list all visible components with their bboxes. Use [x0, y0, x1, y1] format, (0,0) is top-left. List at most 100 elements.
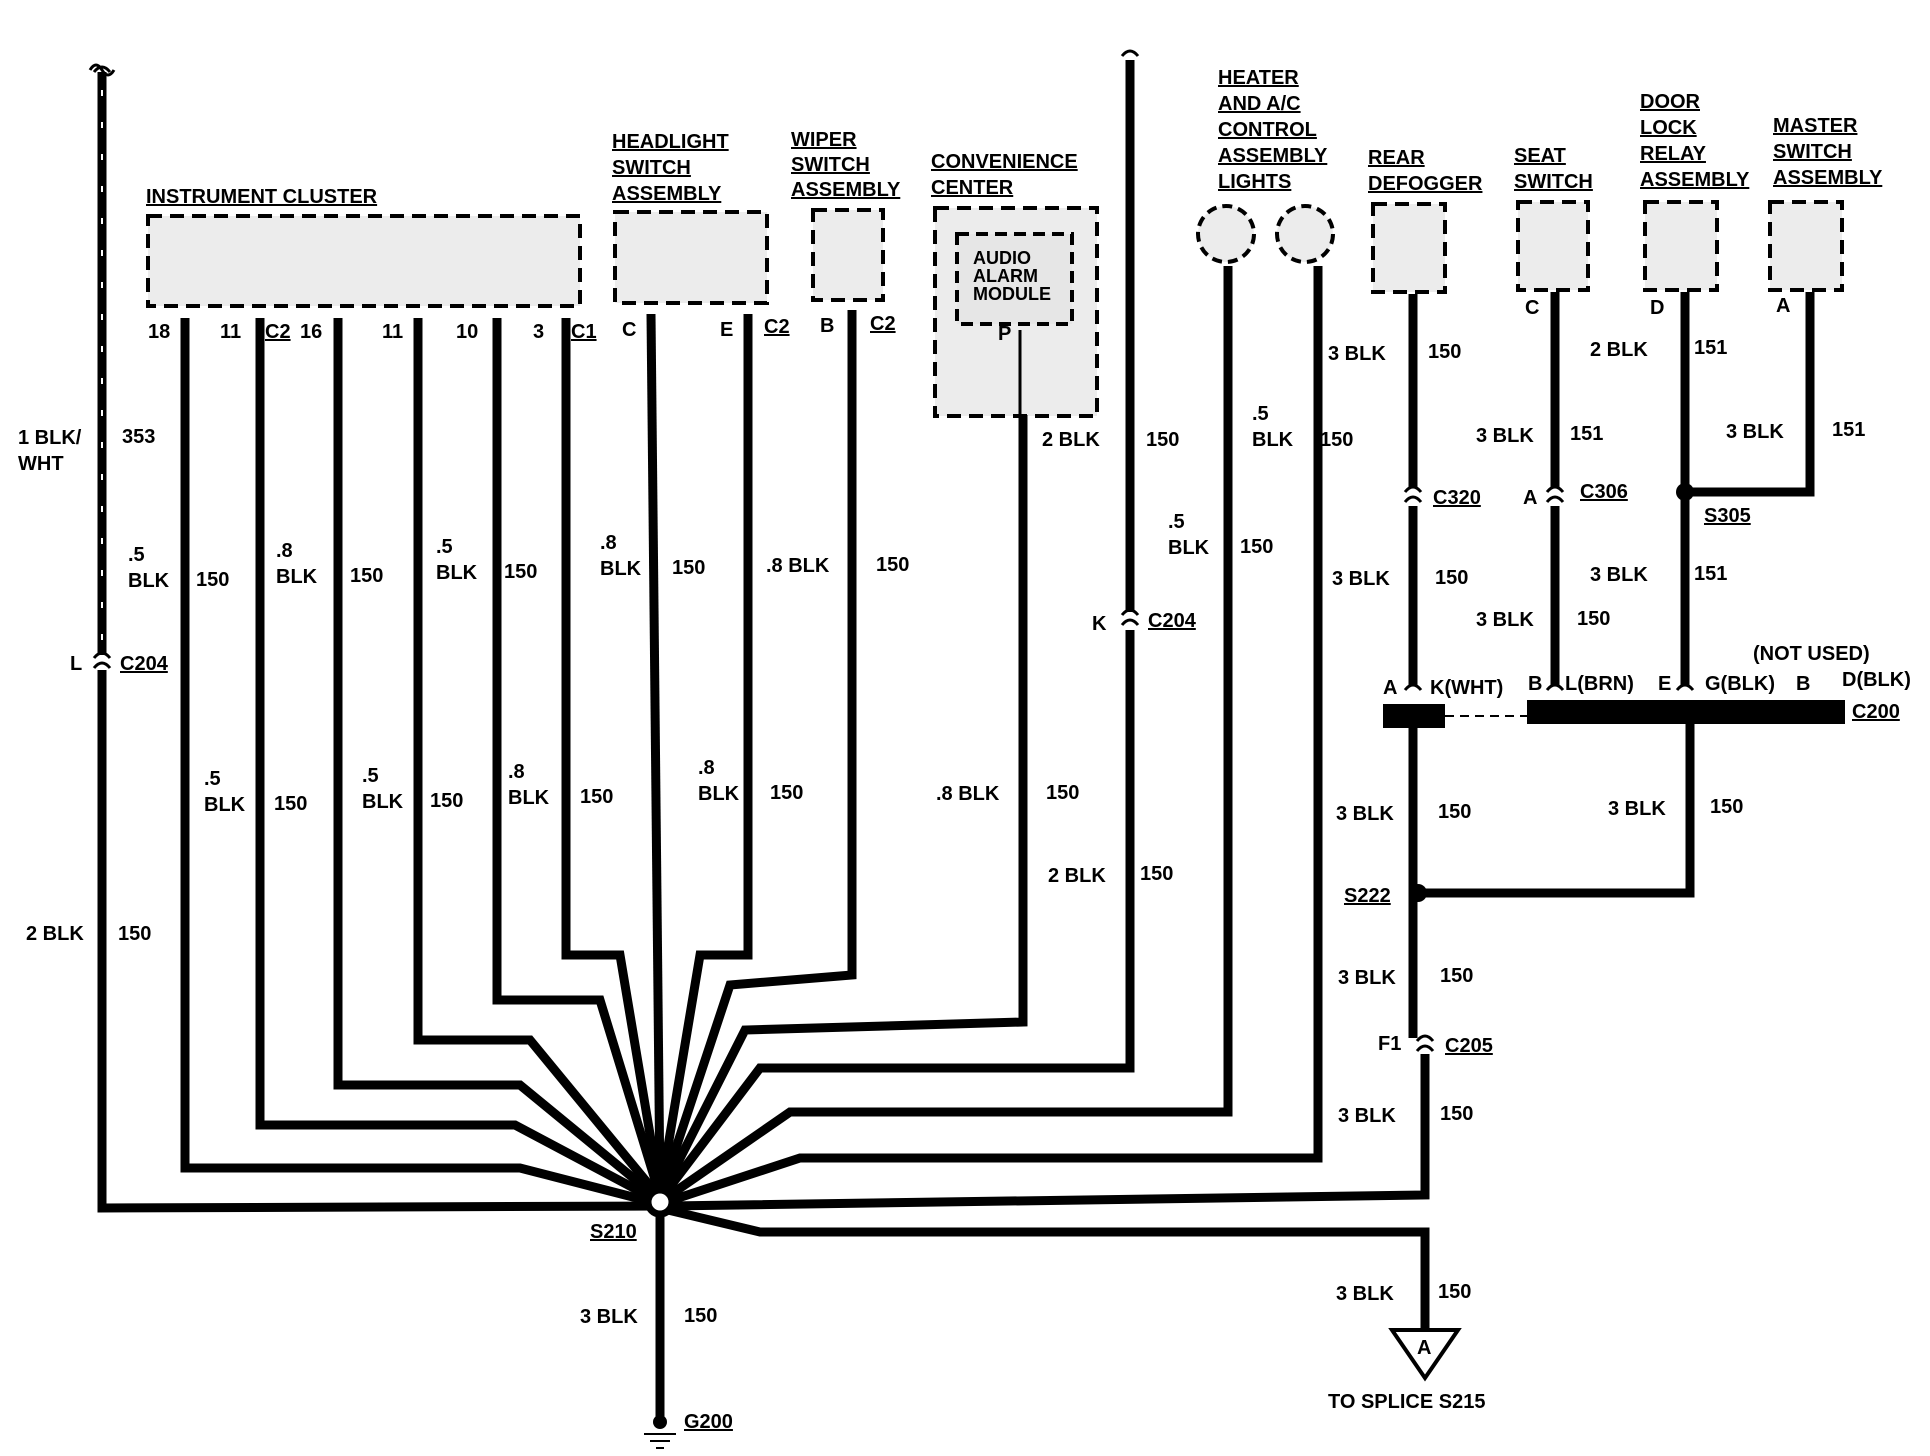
seat-switch-box	[1516, 200, 1590, 292]
svg-text:18: 18	[148, 321, 170, 343]
svg-text:L(BRN): L(BRN)	[1565, 673, 1634, 695]
c200-pins: A K(WHT) B L(BRN) E G(BLK) B D(BLK)	[1383, 669, 1911, 699]
svg-text:150: 150	[1046, 782, 1079, 804]
door-lock-relay-box	[1643, 200, 1719, 292]
svg-text:MASTER: MASTER	[1773, 115, 1858, 137]
svg-text:.5: .5	[362, 765, 379, 787]
svg-text:MODULE: MODULE	[973, 284, 1051, 304]
s210-label: S210	[590, 1221, 637, 1243]
ref-triangle	[1388, 1328, 1462, 1382]
svg-text:150: 150	[1435, 567, 1468, 589]
svg-text:C204: C204	[1148, 610, 1197, 632]
wire-labels-right: 3 BLK 150 2 BLK 151 3 BLK 151 3 BLK 151 …	[580, 337, 1865, 1328]
wire-labels-lower: .5 BLK 150 .5 BLK 150 .8 BLK 150 .8 BLK …	[204, 757, 1173, 887]
svg-text:.5: .5	[436, 536, 453, 558]
audio-alarm-label: AUDIO ALARM MODULE	[973, 248, 1051, 304]
svg-text:SEAT: SEAT	[1514, 145, 1566, 167]
svg-text:150: 150	[1320, 429, 1353, 451]
svg-text:A: A	[1523, 487, 1537, 509]
svg-text:BLK: BLK	[698, 783, 740, 805]
audio-alarm-module-box	[955, 232, 1074, 326]
master-switch-label: MASTER SWITCH ASSEMBLY	[1773, 115, 1883, 189]
svg-text:BLK: BLK	[1252, 429, 1294, 451]
headlight-switch-label: HEADLIGHT SWITCH ASSEMBLY	[612, 131, 729, 205]
svg-text:1 BLK/: 1 BLK/	[18, 427, 82, 449]
svg-text:ASSEMBLY: ASSEMBLY	[1218, 145, 1328, 167]
instrument-cluster-box	[146, 214, 582, 308]
svg-text:150: 150	[1440, 965, 1473, 987]
svg-text:150: 150	[1240, 536, 1273, 558]
s305-dot	[1676, 483, 1694, 501]
svg-text:BLK: BLK	[508, 787, 550, 809]
s210-splice	[644, 1186, 676, 1218]
c306-label: A C306	[1523, 481, 1628, 509]
wiper-switch-label: WIPER SWITCH ASSEMBLY	[791, 129, 901, 201]
svg-text:LOCK: LOCK	[1640, 117, 1697, 139]
c200-block-right	[1527, 700, 1845, 724]
svg-text:150: 150	[770, 782, 803, 804]
seat-switch-pin: C	[1525, 297, 1539, 319]
svg-text:150: 150	[672, 557, 705, 579]
splice-s215-label: TO SPLICE S215	[1328, 1391, 1485, 1413]
instrument-cluster-label: INSTRUMENT CLUSTER	[146, 186, 378, 208]
svg-text:11: 11	[382, 321, 403, 343]
svg-text:SWITCH: SWITCH	[1773, 141, 1852, 163]
wire-left-2blk: 2 BLK 150	[26, 923, 151, 945]
s210-wire-bundle	[97, 60, 1430, 1418]
svg-text:C1: C1	[571, 321, 597, 343]
svg-text:BLK: BLK	[362, 791, 404, 813]
svg-text:SWITCH: SWITCH	[612, 157, 691, 179]
svg-text:3: 3	[533, 321, 544, 343]
svg-text:3 BLK: 3 BLK	[1336, 803, 1394, 825]
svg-text:CONTROL: CONTROL	[1218, 119, 1317, 141]
svg-text:150: 150	[1438, 801, 1471, 823]
svg-text:K(WHT): K(WHT)	[1430, 677, 1503, 699]
svg-text:.8: .8	[698, 757, 715, 779]
svg-text:2 BLK: 2 BLK	[1048, 865, 1106, 887]
svg-text:C2: C2	[870, 313, 896, 335]
g200-label: G200	[684, 1411, 733, 1433]
svg-text:BLK: BLK	[600, 558, 642, 580]
wiper-switch-pins: B C2	[820, 313, 896, 337]
svg-text:151: 151	[1570, 423, 1603, 445]
svg-text:150: 150	[350, 565, 383, 587]
svg-text:3 BLK: 3 BLK	[1328, 343, 1386, 365]
svg-text:.8 BLK: .8 BLK	[766, 555, 830, 577]
svg-text:150: 150	[684, 1305, 717, 1327]
svg-text:2 BLK: 2 BLK	[1042, 429, 1100, 451]
svg-text:ASSEMBLY: ASSEMBLY	[791, 179, 901, 201]
svg-text:3 BLK: 3 BLK	[580, 1306, 638, 1328]
svg-text:CONVENIENCE: CONVENIENCE	[931, 151, 1078, 173]
master-switch-pin: A	[1776, 295, 1790, 317]
svg-text:SWITCH: SWITCH	[1514, 171, 1593, 193]
svg-text:ASSEMBLY: ASSEMBLY	[1640, 169, 1750, 191]
svg-text:.5: .5	[1252, 403, 1269, 425]
svg-text:3 BLK: 3 BLK	[1332, 568, 1390, 590]
connector-symbols	[92, 49, 1695, 1052]
svg-text:RELAY: RELAY	[1640, 143, 1707, 165]
c200-label: C200	[1852, 701, 1900, 723]
svg-text:BLK: BLK	[128, 570, 170, 592]
wire-labels-upper: .5 BLK 150 .8 BLK 150 .5 BLK 150 .8 BLK …	[128, 403, 1353, 592]
svg-text:150: 150	[274, 793, 307, 815]
c200-block-left	[1383, 704, 1445, 728]
svg-text:WHT: WHT	[18, 453, 64, 475]
heater-ac-light-1	[1196, 204, 1256, 264]
c204-left: L C204	[70, 653, 169, 675]
ground-symbol	[644, 1415, 676, 1449]
svg-text:REAR: REAR	[1368, 147, 1425, 169]
svg-text:.5: .5	[1168, 511, 1185, 533]
svg-text:3 BLK: 3 BLK	[1608, 798, 1666, 820]
svg-text:150: 150	[580, 786, 613, 808]
svg-text:.5: .5	[204, 768, 221, 790]
svg-text:DOOR: DOOR	[1640, 91, 1701, 113]
svg-text:.8 BLK: .8 BLK	[936, 783, 1000, 805]
door-lock-pin: D	[1650, 297, 1664, 319]
svg-text:WIPER: WIPER	[791, 129, 857, 151]
convenience-center-label: CONVENIENCE CENTER	[931, 151, 1078, 199]
svg-text:353: 353	[122, 426, 155, 448]
svg-text:CENTER: CENTER	[931, 177, 1014, 199]
svg-text:C: C	[622, 319, 636, 341]
svg-text:C2: C2	[265, 321, 291, 343]
svg-text:3 BLK: 3 BLK	[1338, 1105, 1396, 1127]
